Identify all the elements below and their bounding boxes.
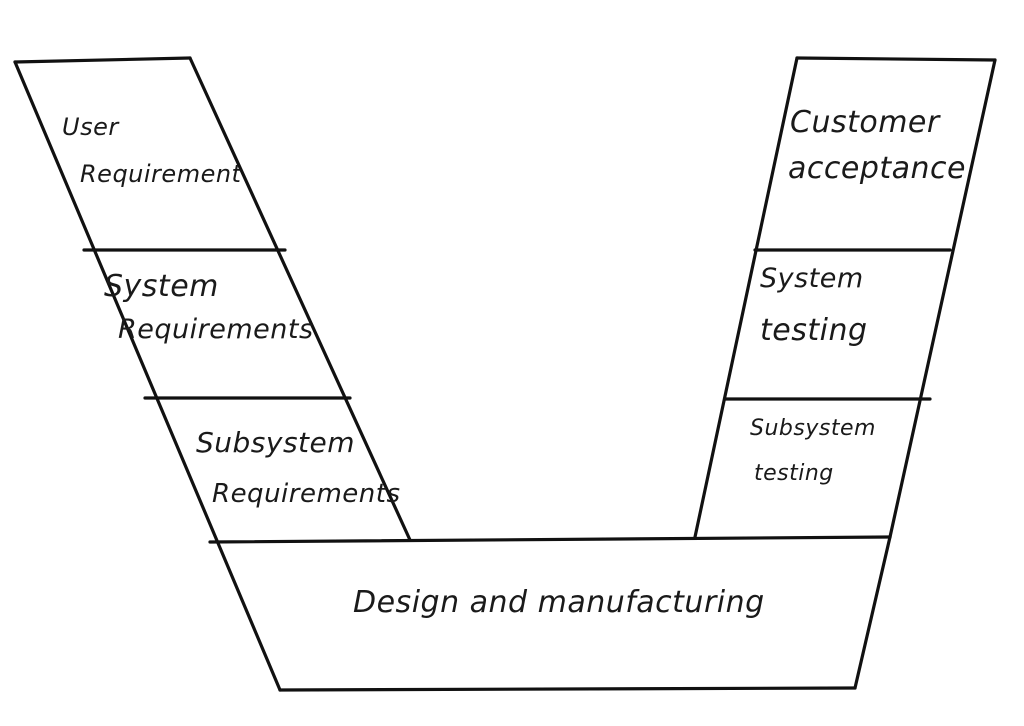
left-arm-inner-edge [188, 56, 412, 542]
bottom-box [208, 535, 892, 692]
bottom-box-bottom-edge [278, 686, 857, 692]
right-arm [693, 56, 997, 539]
bottom-box-top-edge [208, 535, 892, 544]
subsystem-requirements-label-2: Requirements [212, 479, 401, 509]
right-arm-inner-edge [693, 56, 799, 539]
right-arm-outer-edge [888, 58, 997, 539]
right-arm-top-edge [795, 56, 997, 62]
system-requirements-label-2: Requirements [118, 314, 314, 345]
subsystem-requirements-label-1: Subsystem [196, 426, 355, 459]
bottom-box-right-edge [853, 535, 892, 690]
customer-acceptance-label-2: acceptance [788, 151, 966, 186]
user-requirement-label-1: User [62, 113, 120, 141]
system-requirements-label-1: System [104, 269, 219, 304]
left-arm-top-edge [13, 56, 192, 64]
left-arm-outer-edge [13, 60, 282, 692]
design-and-manufacturing-label: Design and manufacturing [353, 585, 765, 620]
user-requirement-label-2: Requirement [80, 160, 243, 188]
subsystem-testing-label-1: Subsystem [750, 416, 876, 441]
subsystem-testing-label-2: testing [754, 461, 834, 486]
system-testing-label-1: System [760, 263, 864, 294]
system-testing-label-2: testing [760, 313, 868, 348]
customer-acceptance-label-1: Customer [790, 105, 941, 140]
left-arm [13, 56, 412, 692]
